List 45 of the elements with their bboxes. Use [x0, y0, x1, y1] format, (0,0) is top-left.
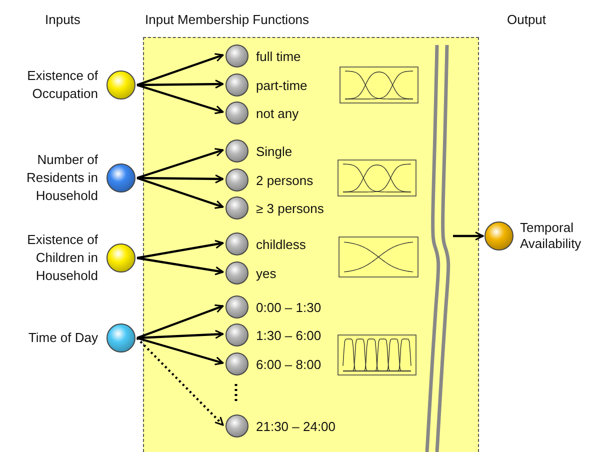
arrow: [136, 148, 224, 180]
membership-node: [225, 44, 301, 68]
membership-node: [225, 352, 322, 376]
column-heading: Inputs: [45, 12, 80, 27]
membership-node: [225, 139, 292, 163]
arrow: [136, 53, 224, 86]
arrow: [136, 336, 224, 366]
membership-node: [225, 168, 314, 192]
arrow: [136, 240, 224, 260]
node-label: 21:30 – 24:00: [256, 418, 336, 434]
node-label: Existence of Children in Household: [26, 231, 98, 285]
node-label: Single: [256, 144, 292, 158]
arrow: [136, 176, 224, 209]
arrow: [136, 256, 224, 276]
arrow: [136, 304, 224, 340]
node-label: Number of Residents in Household: [25, 151, 98, 205]
membership-node: [225, 414, 336, 438]
node-label: not any: [256, 106, 299, 120]
node-label: Temporal Availability: [520, 220, 582, 252]
column-heading: Input Membership Functions: [145, 12, 310, 27]
node-label: yes: [256, 266, 276, 280]
node-label: 1:30 – 6:00: [256, 328, 322, 342]
node-label: childless: [256, 236, 306, 252]
arrow: [136, 337, 224, 426]
node-label: full time: [256, 48, 301, 64]
membership-node: [225, 73, 308, 97]
membership-node: [225, 232, 306, 256]
membership-node: [225, 196, 324, 220]
arrow: [136, 174, 224, 184]
arrow: [136, 84, 224, 114]
arrow: [136, 80, 224, 89]
node-label: 2 persons: [256, 172, 314, 188]
column-heading: Output: [507, 12, 546, 27]
node-label: ≥ 3 persons: [256, 200, 324, 216]
node-label: part-time: [256, 78, 308, 92]
arrow: [453, 232, 484, 240]
node-label: 6:00 – 8:00: [256, 356, 322, 372]
node-label: 0:00 – 1:30: [256, 300, 322, 314]
membership-node: [225, 101, 299, 125]
membership-node: [225, 295, 322, 319]
membership-node: [225, 261, 276, 285]
node-label: Existence of Occupation: [26, 67, 98, 103]
membership-node: [225, 323, 322, 347]
arrow: [136, 330, 224, 340]
node-label: Time of Day: [28, 329, 98, 347]
